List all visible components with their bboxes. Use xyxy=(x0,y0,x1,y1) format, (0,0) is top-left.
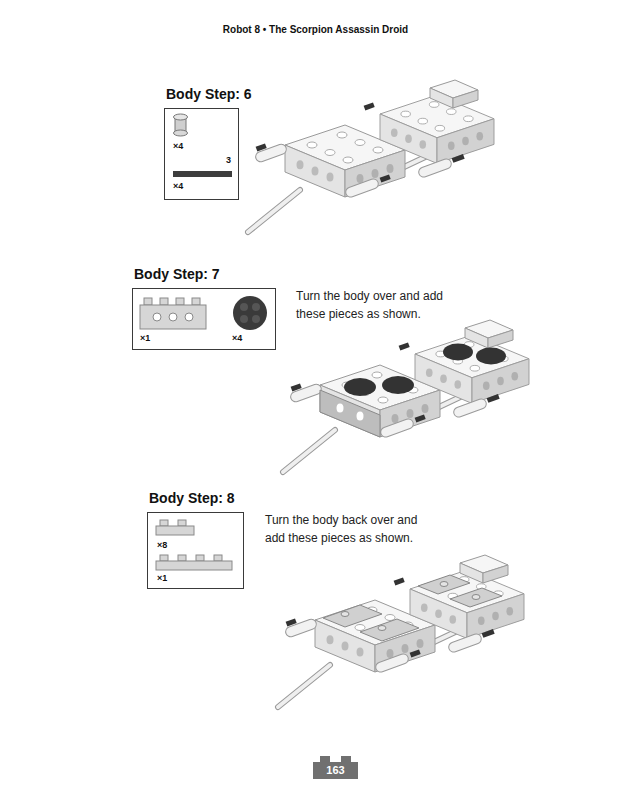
parts-step-7 xyxy=(252,315,260,323)
model-step-8 xyxy=(278,555,524,707)
step-heading: Body Step: 7 xyxy=(134,266,220,282)
part-count: ×4 xyxy=(173,181,183,191)
model-step-8 xyxy=(360,619,419,641)
step-heading: Body Step: 8 xyxy=(149,490,235,506)
axle-length: 3 xyxy=(226,155,231,165)
parts-step-8 xyxy=(156,526,194,535)
model-step-8 xyxy=(450,588,502,607)
parts-step-8 xyxy=(156,561,232,570)
parts-step-8 xyxy=(178,520,186,526)
part-count: ×1 xyxy=(140,333,150,343)
parts-step-7 xyxy=(153,313,161,321)
parts-step-6 xyxy=(173,171,232,177)
model-step-7 xyxy=(337,404,344,413)
parts-step-7 xyxy=(169,313,177,321)
parts-step-7 xyxy=(233,296,267,330)
parts-step-6 xyxy=(174,114,188,120)
parts-box: Body Step: 6×43×4 xyxy=(164,108,239,200)
model-step-7 xyxy=(344,378,376,396)
model-step-6 xyxy=(248,80,494,232)
model-step-7 xyxy=(320,390,380,437)
model-step-8 xyxy=(472,595,480,600)
page-number-brick: 163 xyxy=(313,762,358,779)
model-step-7 xyxy=(357,412,364,421)
model-step-8 xyxy=(323,605,382,627)
model-step-8 xyxy=(378,626,386,631)
parts-step-7 xyxy=(160,298,168,305)
model-step-7 xyxy=(476,348,506,365)
parts-box: Body Step: 8×8×1 xyxy=(147,512,244,589)
parts-step-8 xyxy=(160,555,168,561)
model-step-7 xyxy=(283,320,529,472)
parts-step-7 xyxy=(140,296,267,330)
parts-step-7 xyxy=(240,303,248,311)
part-count: ×4 xyxy=(232,333,242,343)
model-step-8 xyxy=(418,575,470,594)
model-step-8 xyxy=(278,555,524,707)
parts-step-8 xyxy=(214,555,222,561)
parts-step-7 xyxy=(192,298,200,305)
step-heading: Body Step: 6 xyxy=(166,86,252,102)
parts-step-7 xyxy=(140,305,206,329)
part-count: ×4 xyxy=(173,141,183,151)
parts-step-7 xyxy=(185,313,193,321)
page-header: Robot 8 • The Scorpion Assassin Droid xyxy=(0,24,631,35)
parts-step-8 xyxy=(160,520,168,526)
instruction-note: Turn the body back over and add these pi… xyxy=(265,511,435,547)
parts-step-8 xyxy=(196,555,204,561)
model-step-8 xyxy=(341,612,349,617)
parts-step-7 xyxy=(144,298,152,305)
model-step-6 xyxy=(248,80,494,232)
parts-step-8 xyxy=(178,555,186,561)
parts-box: Body Step: 7×1×4 xyxy=(132,288,276,350)
part-count: ×8 xyxy=(157,540,167,550)
model-step-8 xyxy=(440,582,448,587)
model-step-7 xyxy=(443,344,473,361)
parts-step-6 xyxy=(173,114,232,177)
parts-step-8 xyxy=(156,520,232,570)
page-number: 163 xyxy=(313,764,358,777)
parts-step-7 xyxy=(252,303,260,311)
parts-step-7 xyxy=(176,298,184,305)
instruction-note: Turn the body over and add these pieces … xyxy=(296,287,466,323)
parts-step-7 xyxy=(240,315,248,323)
parts-step-6 xyxy=(174,130,188,136)
part-count: ×1 xyxy=(157,573,167,583)
model-step-7 xyxy=(382,376,414,394)
model-step-7 xyxy=(283,320,529,472)
